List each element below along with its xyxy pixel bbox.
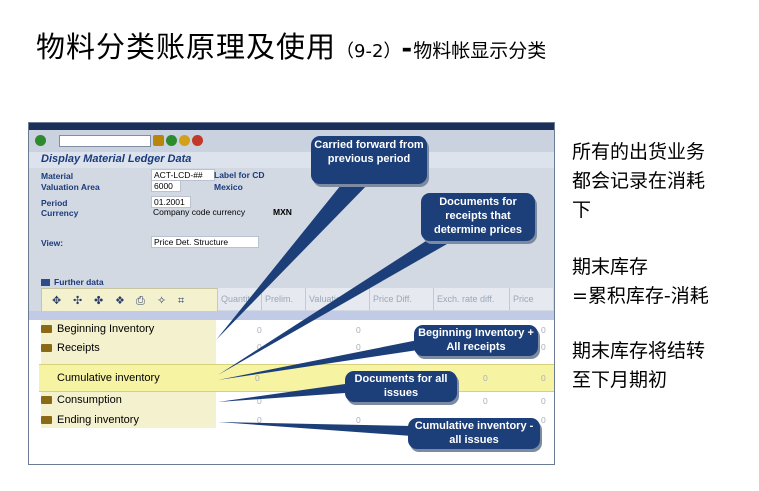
note-line: 下 — [572, 199, 592, 221]
folder-icon — [41, 416, 52, 424]
cell-value: 0 — [541, 342, 546, 352]
cell-value: 0 — [356, 342, 361, 352]
sap-menu-bar — [29, 123, 554, 130]
material-label: Material — [41, 171, 74, 181]
sap-window-title: Display Material Ledger Data — [41, 153, 192, 165]
table-row[interactable]: Beginning Inventory — [41, 323, 154, 335]
note-line: 所有的出货业务 — [572, 141, 706, 163]
callout-beginning-plus: Beginning Inventory + All receipts — [414, 325, 538, 356]
details-icon[interactable]: ✤ — [94, 294, 104, 307]
hierarchy-icon[interactable]: ⌗ — [178, 294, 185, 307]
valuation-area-description: Mexico — [214, 182, 243, 192]
exit-icon[interactable] — [179, 135, 190, 146]
column-valuation[interactable]: Valuation — [305, 288, 369, 310]
row-label-beginning-inventory: Beginning Inventory — [57, 323, 155, 335]
note-line: 至下月期初 — [572, 369, 668, 391]
note-carry-over: 期末库存将结转 至下月期初 — [572, 337, 705, 395]
cell-value: 0 — [541, 373, 546, 383]
valuation-area-field[interactable]: 6000 — [151, 180, 181, 192]
slide-title: 物料分类账原理及使用（9-2）-物料帐显示分类 — [36, 24, 546, 66]
folder-icon — [41, 344, 52, 352]
callout-issue-docs: Documents for all issues — [345, 371, 457, 402]
row-label-ending-inventory: Ending inventory — [57, 414, 139, 426]
currency-label: Currency — [41, 208, 79, 218]
further-data-toggle[interactable]: Further data — [41, 277, 104, 287]
column-price[interactable]: Price — [509, 288, 553, 310]
row-label-cumulative-inventory: Cumulative inventory — [57, 372, 160, 384]
material-field[interactable]: ACT-LCD-## — [151, 169, 215, 181]
callout-receipts-docs: Documents for receipts that determine pr… — [421, 193, 535, 241]
title-dash: - — [401, 34, 414, 64]
table-row[interactable]: Cumulative inventory — [57, 372, 160, 384]
column-price-diff[interactable]: Price Diff. — [369, 288, 433, 310]
note-line: 期末库存将结转 — [572, 340, 706, 362]
command-field[interactable] — [59, 135, 151, 147]
material-description: Label for CD — [214, 170, 265, 180]
row-label-consumption: Consumption — [57, 394, 122, 406]
table-row[interactable]: Consumption — [41, 394, 122, 406]
period-field[interactable]: 01.2001 — [151, 196, 191, 208]
cell-value: 0 — [257, 342, 262, 352]
cell-value: 0 — [541, 415, 546, 425]
column-exch-rate-diff[interactable]: Exch. rate diff. — [433, 288, 509, 310]
valuation-area-label: Valuation Area — [41, 182, 100, 192]
settings-icon[interactable]: ✧ — [157, 294, 167, 307]
cell-value: 0 — [356, 325, 361, 335]
enter-icon[interactable] — [35, 135, 46, 146]
label-column-bg — [41, 320, 216, 364]
cell-value: 0 — [255, 373, 260, 383]
back-icon[interactable] — [166, 135, 177, 146]
icon-toolbar: ✥ ✣ ✤ ❖ ⎙ ✧ ⌗ — [41, 288, 218, 312]
cell-value: 0 — [356, 415, 361, 425]
folder-icon — [41, 279, 50, 286]
cancel-icon[interactable] — [192, 135, 203, 146]
column-prelim[interactable]: Prelim. — [261, 288, 305, 310]
view-label: View: — [41, 238, 64, 248]
title-paren: （9-2） — [336, 41, 402, 62]
folder-icon — [41, 396, 52, 404]
currency-value: Company code currency — [153, 207, 246, 217]
cell-value: 0 — [541, 325, 546, 335]
note-ending-inventory: 期末库存 =累积库存-消耗 — [572, 253, 709, 311]
cell-value: 0 — [257, 415, 262, 425]
cell-value: 0 — [257, 325, 262, 335]
currency-code: MXN — [273, 207, 292, 217]
cell-value: 0 — [541, 396, 546, 406]
sap-window: Display Material Ledger Data Material AC… — [28, 122, 555, 465]
table-row[interactable]: Ending inventory — [41, 414, 139, 426]
expand-icon[interactable]: ✥ — [52, 294, 62, 307]
sap-toolbar — [29, 130, 554, 152]
title-sub: 物料帐显示分类 — [413, 40, 547, 62]
cell-value: 0 — [483, 396, 488, 406]
note-line: 期末库存 — [572, 256, 649, 278]
table-row[interactable]: Receipts — [41, 342, 100, 354]
label-column-bg-lower — [41, 390, 216, 428]
title-main: 物料分类账原理及使用 — [36, 30, 337, 64]
header-separator — [29, 311, 554, 320]
further-data-label: Further data — [54, 277, 104, 287]
callout-cum-minus: Cumulative inventory - all issues — [408, 418, 540, 449]
column-quantity[interactable]: Quantity — [217, 288, 261, 310]
view-dropdown[interactable]: Price Det. Structure — [151, 236, 259, 248]
print-icon[interactable]: ⎙ — [136, 294, 145, 307]
folder-icon — [41, 325, 52, 333]
note-line: 都会记录在消耗 — [572, 170, 706, 192]
cell-value: 0 — [483, 373, 488, 383]
refresh-icon[interactable]: ❖ — [115, 294, 125, 307]
cell-value: 0 — [257, 396, 262, 406]
collapse-icon[interactable]: ✣ — [73, 294, 83, 307]
save-icon[interactable] — [153, 135, 164, 146]
callout-carried-forward: Carried forward from previous period — [311, 136, 427, 184]
period-label: Period — [41, 198, 68, 208]
note-issues: 所有的出货业务 都会记录在消耗 下 — [572, 138, 705, 225]
row-label-receipts: Receipts — [57, 342, 100, 354]
note-line: =累积库存-消耗 — [572, 285, 709, 307]
